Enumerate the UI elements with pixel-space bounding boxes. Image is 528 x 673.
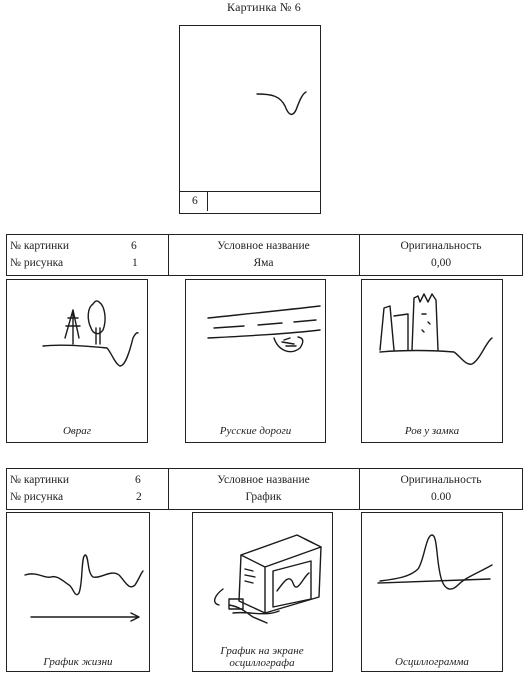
section-2-drawing-2-caption: График на экране осциллографа bbox=[220, 645, 304, 669]
section-1-header-row bbox=[6, 234, 523, 276]
section-1-originality-header: Оригинальность bbox=[400, 240, 482, 252]
section-2-name-header: Условное название bbox=[217, 474, 310, 486]
section-2-divider-1 bbox=[168, 468, 169, 510]
oscillogram-drawing bbox=[377, 534, 493, 590]
section-1-drawing-no-value: 1 bbox=[132, 257, 138, 269]
stimulus-card: 6 bbox=[179, 25, 321, 214]
section-1-drawing-3: Ров у замка bbox=[361, 279, 503, 443]
section-2-drawing-1: График жизни bbox=[6, 512, 150, 672]
section-1-divider-2 bbox=[359, 234, 360, 276]
ravine-drawing bbox=[42, 300, 139, 367]
section-1-name-value: Яма bbox=[253, 257, 274, 269]
section-1-picture-no-label: № картинки bbox=[10, 240, 70, 252]
section-1-name-header: Условное название bbox=[217, 240, 310, 252]
section-2-originality-header: Оригинальность bbox=[400, 474, 482, 486]
oscilloscope-drawing bbox=[213, 534, 322, 624]
stimulus-strip bbox=[180, 191, 320, 192]
section-1-drawing-1-caption: Овраг bbox=[62, 425, 91, 437]
section-2-drawing-no-label: № рисунка bbox=[10, 491, 64, 503]
section-2-picture-no-value: 6 bbox=[135, 474, 141, 486]
section-2-name-value: График bbox=[245, 491, 282, 503]
section-2-drawing-no-value: 2 bbox=[136, 491, 142, 503]
section-1-drawing-no-label: № рисунка bbox=[10, 257, 64, 269]
stimulus-curve bbox=[256, 91, 307, 116]
section-1-drawing-3-caption: Ров у замка bbox=[404, 425, 460, 437]
section-2-drawing-1-caption: График жизни bbox=[43, 656, 113, 668]
section-1-drawing-2: Русские дороги bbox=[185, 279, 326, 443]
section-1-originality-value: 0,00 bbox=[430, 257, 452, 269]
road-drawing bbox=[207, 305, 321, 353]
life-graph-drawing bbox=[24, 554, 144, 622]
section-2-divider-2 bbox=[359, 468, 360, 510]
section-1-divider-1 bbox=[168, 234, 169, 276]
section-2-drawing-3-caption: Осциллограмма bbox=[395, 656, 469, 668]
stimulus-number: 6 bbox=[192, 195, 198, 207]
section-2-picture-no-label: № картинки bbox=[10, 474, 70, 486]
section-2-drawing-2: График на экране осциллографа bbox=[192, 512, 333, 672]
section-2-header-row bbox=[6, 468, 523, 510]
section-2-drawing-3: Осциллограмма bbox=[361, 512, 503, 672]
page-title: Картинка № 6 bbox=[227, 0, 301, 14]
section-1-picture-no-value: 6 bbox=[131, 240, 137, 252]
castle-drawing bbox=[379, 293, 493, 365]
section-1-drawing-1: Овраг bbox=[6, 279, 148, 443]
section-1-drawing-2-caption: Русские дороги bbox=[219, 425, 292, 437]
section-2-originality-value: 0.00 bbox=[430, 491, 452, 503]
